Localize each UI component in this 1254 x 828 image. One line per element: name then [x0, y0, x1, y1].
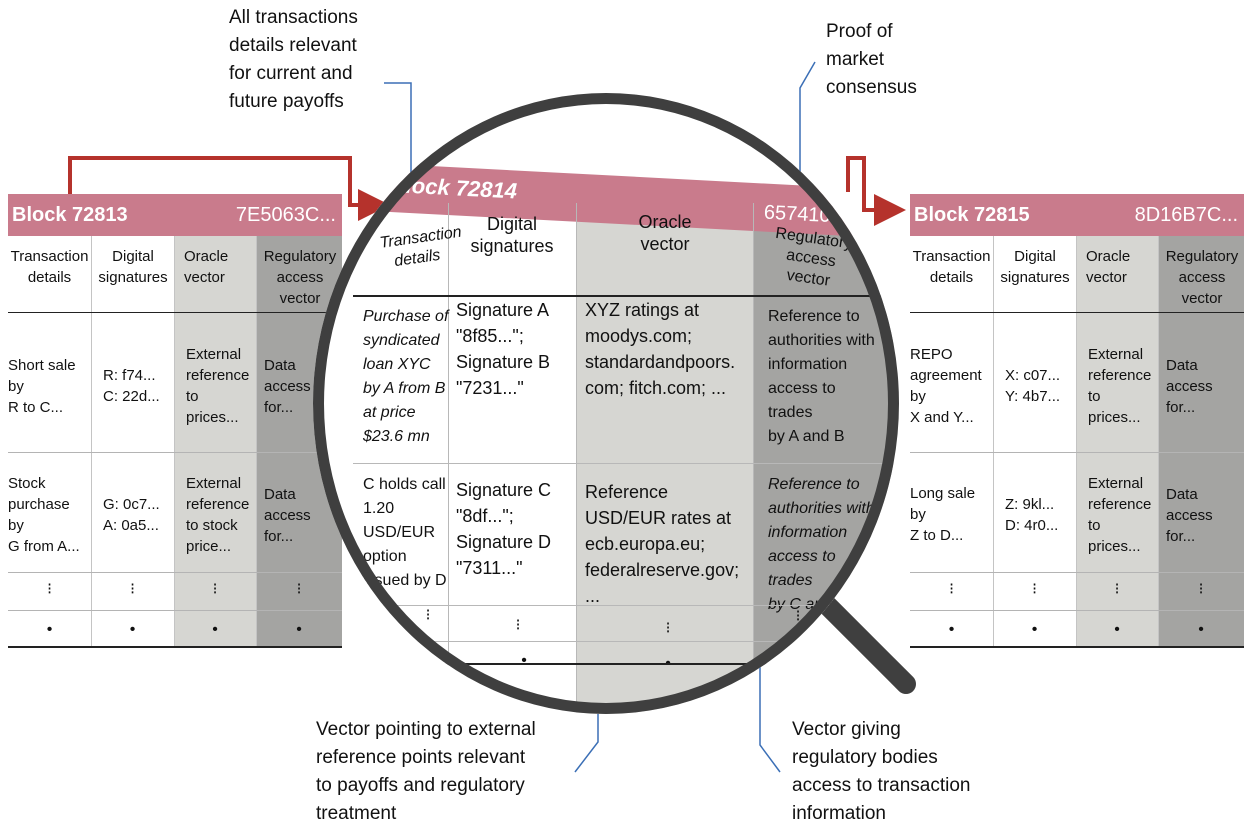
block-right: Block 72815 8D16B7C... Transaction detai… [910, 194, 1244, 648]
chain-arrow-left [68, 156, 390, 221]
row1-signatures: R: f74... C: 22d... [103, 367, 160, 405]
column-header-signatures: Digital signatures [98, 248, 168, 286]
row1-signatures: X: c07... Y: 4b7... [1005, 367, 1061, 405]
column-header-regulatory: Regulatory access vector [263, 248, 337, 307]
regulatory-column [1158, 236, 1244, 648]
annotation-transactions: All transactions details relevant for cu… [229, 7, 358, 112]
row1-oracle: External reference to prices... [1088, 346, 1152, 426]
row2-transaction: Stock purchase by G from A... [8, 475, 80, 555]
oracle-column [1076, 236, 1158, 648]
row1-regulatory: Data access for... [264, 357, 311, 416]
block-hash: 7E5063C... [235, 204, 336, 226]
column-header-oracle: Oracle vector [184, 248, 229, 286]
block-header: Block 72815 8D16B7C... [910, 194, 1244, 236]
column-header-transaction: Transaction details [10, 248, 89, 286]
row2-transaction: Long sale by Z to D... [910, 485, 976, 544]
row2-oracle: External reference to prices... [1088, 475, 1152, 555]
oracle-column [174, 236, 256, 648]
row2-regulatory: Data access for... [1166, 486, 1213, 545]
row2-signatures: Z: 9kl... D: 4r0... [1005, 496, 1059, 534]
row2-signatures: G: 0c7... A: 0a5... [103, 496, 160, 534]
annotation-proof: Proof of market consensus [826, 21, 917, 98]
column-header-regulatory: Regulatory access vector [1165, 248, 1239, 307]
column-header-signatures: Digital signatures [1000, 248, 1070, 286]
row1-regulatory: Data access for... [1166, 357, 1213, 416]
magnifier-lens: Block 72814 657410E... Transaction detai… [313, 93, 899, 714]
column-header-transaction: Transaction details [912, 248, 991, 286]
row2-oracle: External reference to stock price... [186, 475, 250, 555]
annotation-regulatory: Vector giving regulatory bodies access t… [792, 719, 971, 824]
column-header-oracle: Oracle vector [1086, 248, 1131, 286]
block-left: Block 72813 7E5063C... Transaction detai… [8, 194, 342, 648]
block-name: Block 72813 [12, 204, 128, 226]
row1-transaction: Short sale by R to C... [8, 357, 76, 416]
row1-transaction: REPO agreement by X and Y... [910, 346, 982, 426]
block-header: Block 72813 7E5063C... [8, 194, 342, 236]
row1-oracle: External reference to prices... [186, 346, 250, 426]
block-name: Block 72815 [914, 204, 1030, 226]
block-hash: 8D16B7C... [1134, 204, 1238, 226]
annotation-oracle: Vector pointing to external reference po… [316, 719, 536, 824]
magnifier-ring [313, 93, 899, 714]
row2-regulatory: Data access for... [264, 486, 311, 545]
